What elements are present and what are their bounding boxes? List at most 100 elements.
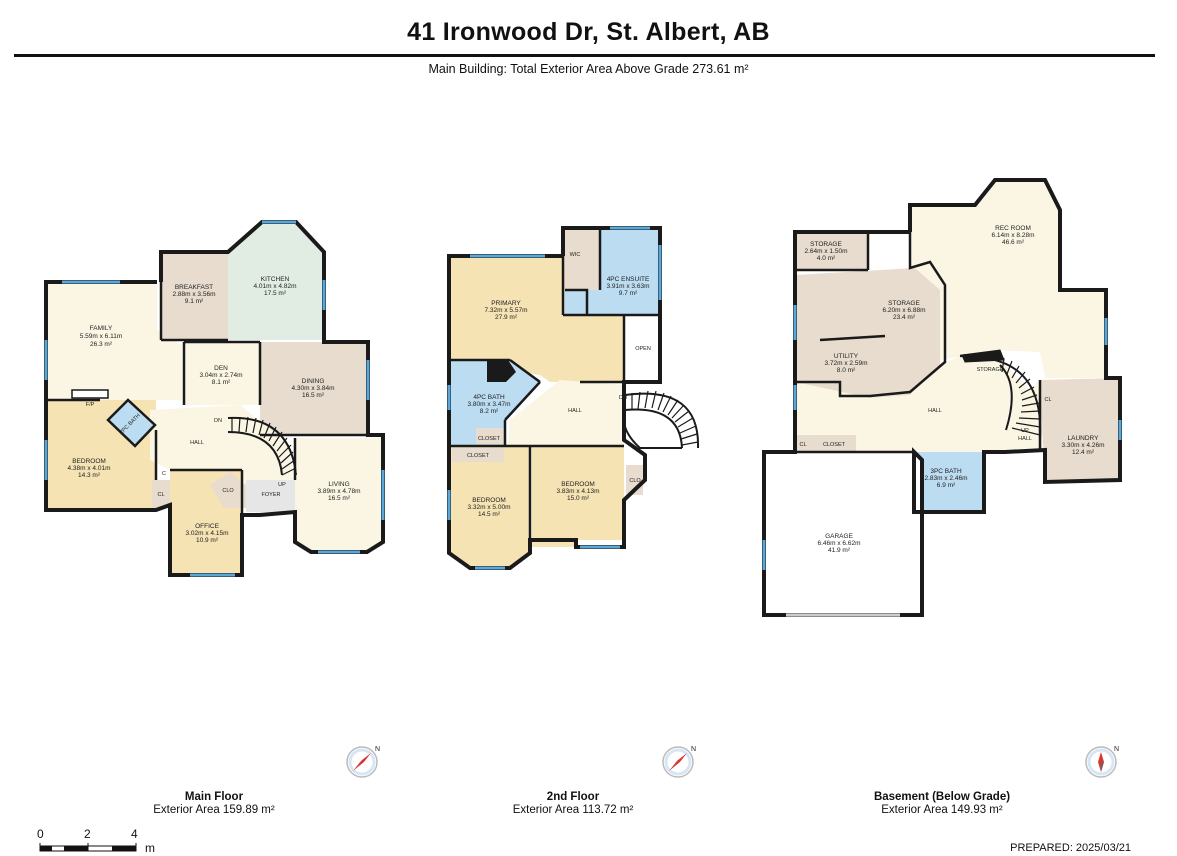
- room-area: 23.4 m²: [893, 314, 916, 321]
- hall-label: HALL: [1018, 436, 1032, 442]
- room-den: [184, 342, 260, 405]
- room-area: 10.9 m²: [196, 537, 219, 544]
- second-floor-plan: PRIMARY 7.32m x 5.57m 27.9 m² 4PC ENSUIT…: [447, 226, 700, 570]
- room-dims: 3.91m x 3.63m: [607, 283, 650, 290]
- page-title: 41 Ironwood Dr, St. Albert, AB: [407, 18, 770, 46]
- room-area: 46.6 m²: [1002, 239, 1025, 246]
- room-dims: 4.30m x 3.84m: [292, 385, 335, 392]
- closet-cl-main: [152, 480, 170, 508]
- room-garage: [764, 452, 922, 615]
- room-dims: 3.80m x 3.47m: [468, 401, 511, 408]
- room-dims: 2.83m x 2.46m: [925, 475, 968, 482]
- basement-caption: Basement (Below Grade) Exterior Area 149…: [812, 791, 1072, 817]
- room-name: GARAGE: [825, 533, 853, 540]
- room-primary: [449, 256, 624, 382]
- title-divider: [14, 54, 1155, 57]
- room-living: [295, 438, 383, 552]
- room-area: 27.9 m²: [495, 314, 518, 321]
- closet-label: CL: [157, 492, 164, 498]
- room-area: 14.5 m²: [478, 511, 501, 518]
- floor-name: 2nd Floor: [546, 791, 600, 803]
- room-name: BEDROOM: [561, 481, 595, 488]
- scale-unit-label: m: [145, 841, 155, 855]
- room-foyer: [246, 480, 295, 512]
- closet-2nd-b: [476, 428, 505, 444]
- room-name: UTILITY: [834, 353, 859, 360]
- room-area: 8.2 m²: [480, 408, 499, 415]
- closet-label: C: [162, 471, 166, 477]
- prepared-date: PREPARED: 2025/03/21: [1010, 842, 1131, 854]
- room-open-area: [624, 315, 660, 382]
- room-dims: 3.72m x 2.59m: [825, 360, 868, 367]
- stair-down-label: DN: [214, 418, 222, 424]
- main-floor-plan: FAMILY 5.59m x 6.11m 26.3 m² BREAKFAST 2…: [44, 220, 385, 577]
- room-name: 4PC BATH: [473, 394, 505, 401]
- compass-north-label: N: [1114, 746, 1119, 753]
- second-floor-interior-walls: [449, 228, 660, 540]
- room-3pc-bath: [914, 452, 984, 512]
- closet-label: CLOSET: [823, 442, 846, 448]
- room-area: 16.5 m²: [302, 392, 325, 399]
- room-name: LIVING: [328, 481, 349, 488]
- room-area: 9.1 m²: [185, 298, 204, 305]
- room-dims: 6.46m x 6.62m: [818, 540, 861, 547]
- room-dims: 3.04m x 2.74m: [200, 372, 243, 379]
- page-subtitle: Main Building: Total Exterior Area Above…: [428, 62, 749, 76]
- room-hall-basement: [795, 356, 1045, 452]
- room-name: 4PC ENSUITE: [607, 276, 650, 283]
- shower-2nd: [487, 360, 516, 382]
- room-area: 17.5 m²: [264, 290, 287, 297]
- room-area: 8.1 m²: [212, 379, 231, 386]
- room-area: 15.0 m²: [567, 495, 590, 502]
- room-area: 41.9 m²: [828, 547, 851, 554]
- closet-basement: [796, 435, 856, 451]
- room-dims: 3.89m x 4.78m: [318, 488, 361, 495]
- hall-label: HALL: [568, 408, 582, 414]
- room-dining: [260, 342, 368, 435]
- room-name: PRIMARY: [491, 300, 521, 307]
- room-dims: 4.38m x 4.01m: [68, 465, 111, 472]
- second-floor-exterior-wall: [447, 226, 662, 570]
- room-area: 12.4 m²: [1072, 449, 1095, 456]
- room-dims: 6.20m x 6.88m: [883, 307, 926, 314]
- room-wic-bath: [565, 290, 587, 314]
- room-name: DINING: [302, 378, 325, 385]
- foyer-label: FOYER: [262, 492, 281, 498]
- scale-tick-label: 0: [37, 827, 44, 841]
- room-area: 16.5 m²: [328, 495, 351, 502]
- room-storage-small: [795, 232, 868, 270]
- room-dims: 5.59m x 6.11m: [80, 333, 123, 340]
- scale-tick-label: 4: [131, 827, 138, 841]
- compass-2nd: N: [662, 746, 696, 778]
- closet-label: CLOSET: [467, 453, 490, 459]
- room-name: REC ROOM: [995, 225, 1031, 232]
- second-floor-caption: 2nd Floor Exterior Area 113.72 m²: [443, 791, 703, 817]
- hall-label: HALL: [928, 408, 942, 414]
- basement-windows: [762, 305, 1122, 570]
- compass-north-label: N: [691, 746, 696, 753]
- room-storage-large: [795, 268, 940, 398]
- stair-down-label: DN: [619, 395, 627, 401]
- fireplace-main: [71, 389, 109, 399]
- room-kitchen: [228, 222, 324, 340]
- room-name: KITCHEN: [261, 276, 290, 283]
- open-label: OPEN: [635, 346, 651, 352]
- main-floor-staircase: [227, 416, 297, 476]
- closet-label: CLO: [222, 488, 234, 494]
- room-area: 6.9 m²: [937, 482, 956, 489]
- storage-label: STORAGE: [977, 367, 1004, 373]
- room-dims: 3.83m x 4.13m: [557, 488, 600, 495]
- closet-cl-basement: [1040, 382, 1062, 422]
- compass-north-label: N: [375, 746, 380, 753]
- room-rec-room: [910, 180, 1106, 378]
- compass-main: N: [346, 746, 380, 778]
- scale-bar: [39, 843, 137, 852]
- room-dims: 3.02m x 4.15m: [186, 530, 229, 537]
- room-area: 8.0 m²: [837, 367, 856, 374]
- main-floor-windows: [44, 220, 385, 577]
- closet-label: CL: [799, 442, 806, 448]
- second-floor-staircase: [622, 390, 700, 449]
- room-name: FAMILY: [90, 325, 113, 332]
- basement-staircase: [961, 349, 1042, 441]
